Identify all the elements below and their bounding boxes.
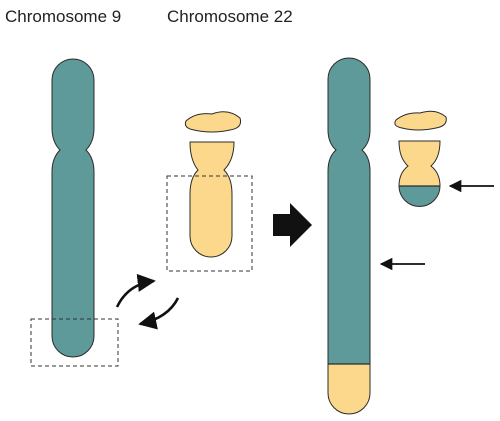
derivative-chromosome-9 xyxy=(327,57,371,365)
derivative-chromosome-22-translocated-segment xyxy=(398,185,441,207)
derivative-chromosome-9-translocated-segment xyxy=(327,363,371,415)
exchange-arrow-down-icon xyxy=(138,297,180,330)
chromosome-22-breakpoint-box xyxy=(166,175,253,272)
derivative-chromosome-22-satellite xyxy=(394,110,447,131)
chromosome-9-breakpoint-box xyxy=(30,318,119,367)
chromosome-22-normal xyxy=(189,141,235,258)
transformation-arrow-icon xyxy=(273,203,312,247)
chromosome-22-satellite xyxy=(184,111,241,133)
chromosome-9-label: Chromosome 9 xyxy=(5,7,122,26)
chromosome-9-normal xyxy=(51,58,95,358)
derivative-chromosome-22 xyxy=(398,140,441,187)
exchange-arrow-up-icon xyxy=(115,273,156,308)
chromosome-22-label: Chromosome 22 xyxy=(167,7,293,26)
